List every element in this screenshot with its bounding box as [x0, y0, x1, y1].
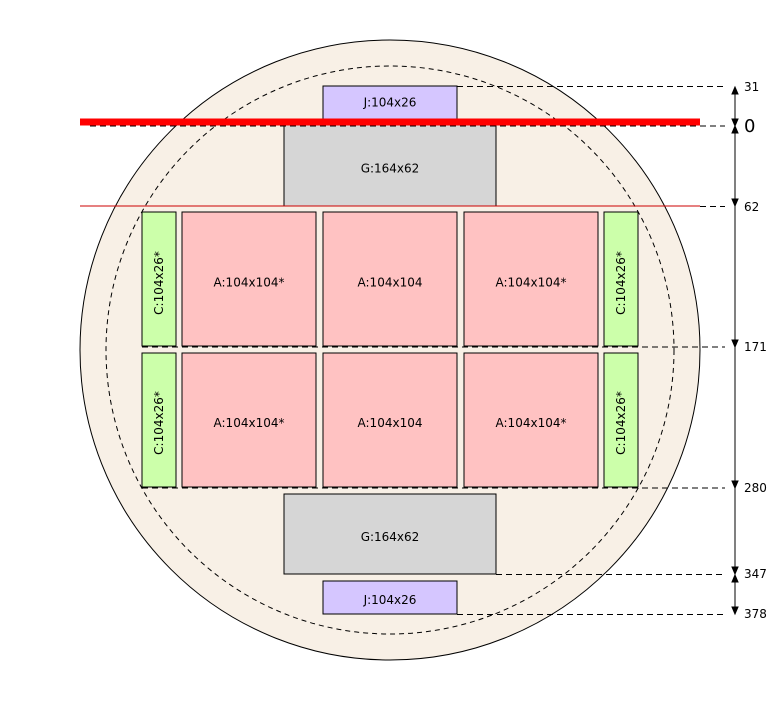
piece-j-bottom: J:104x26	[322, 580, 458, 615]
piece-g-top-label: G:164x62	[361, 162, 420, 176]
piece-c-row1-left-label: C:104x26*	[152, 251, 166, 315]
piece-a-row2-2-label: A:104x104	[358, 416, 423, 430]
piece-a-row1-2: A:104x104	[322, 211, 458, 347]
piece-a-row2-2: A:104x104	[322, 352, 458, 488]
piece-a-row2-3-label: A:104x104*	[496, 416, 567, 430]
dimension-label-0: 0	[744, 116, 755, 137]
arrow-347-down	[731, 566, 739, 576]
arrow-0-down	[731, 118, 739, 128]
arrow-347-up	[731, 573, 739, 583]
piece-a-row1-3-label: A:104x104*	[496, 276, 567, 290]
piece-c-row1-right: C:104x26*	[603, 211, 639, 347]
dimension-labels: 31 0 62 171 280 347 378	[744, 80, 767, 621]
arrow-31-up	[731, 85, 739, 95]
piece-c-row2-left-label: C:104x26*	[152, 391, 166, 455]
piece-a-row2-1-label: A:104x104*	[214, 416, 285, 430]
dimension-label-378: 378	[744, 607, 767, 621]
piece-a-row2-3: A:104x104*	[463, 352, 599, 488]
dimension-label-280: 280	[744, 481, 767, 495]
piece-c-row1-right-label: C:104x26*	[614, 251, 628, 315]
piece-j-top-label: J:104x26	[363, 96, 417, 110]
arrow-280-down	[731, 480, 739, 490]
piece-a-row2-1: A:104x104*	[181, 352, 317, 488]
piece-c-row2-right: C:104x26*	[603, 352, 639, 488]
piece-j-top: J:104x26	[322, 85, 458, 120]
piece-c-row2-left: C:104x26*	[141, 352, 177, 488]
wafer-inner-boundary	[105, 65, 675, 635]
dimension-label-31: 31	[744, 80, 759, 94]
dimension-label-62: 62	[744, 200, 759, 214]
arrow-62-down	[731, 198, 739, 208]
piece-g-top: G:164x62	[283, 124, 497, 207]
extension-lines	[90, 86, 725, 615]
wafer-outline	[79, 39, 701, 661]
arrow-0-up	[731, 124, 739, 134]
piece-j-bottom-label: J:104x26	[363, 593, 417, 607]
piece-c-row1-left: C:104x26*	[141, 211, 177, 347]
piece-g-bottom-label: G:164x62	[361, 530, 420, 544]
piece-a-row1-1: A:104x104*	[181, 211, 317, 347]
dimension-label-171: 171	[744, 340, 767, 354]
piece-g-bottom: G:164x62	[283, 493, 497, 575]
piece-a-row1-1-label: A:104x104*	[214, 276, 285, 290]
piece-a-row1-2-label: A:104x104	[358, 276, 423, 290]
arrow-378-down	[731, 606, 739, 616]
dimension-label-347: 347	[744, 567, 767, 581]
dimension-axis	[731, 85, 739, 616]
arrow-171-down	[731, 339, 739, 349]
piece-c-row2-right-label: C:104x26*	[614, 391, 628, 455]
piece-a-row1-3: A:104x104*	[463, 211, 599, 347]
